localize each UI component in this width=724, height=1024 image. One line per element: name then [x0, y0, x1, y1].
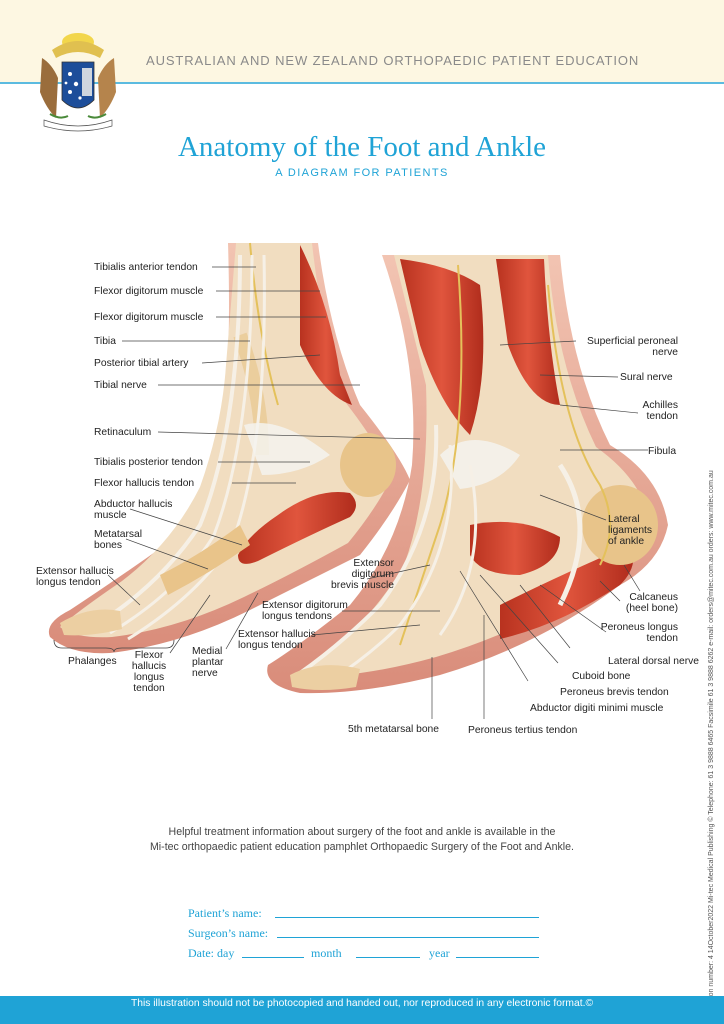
- surgeon-name-field[interactable]: [277, 937, 539, 938]
- lateral-foot-view: [267, 255, 668, 694]
- label-line: digitorum: [351, 569, 394, 580]
- label-line: plantar: [192, 657, 224, 668]
- label-extensor-digitorum-brevis-muscle: Extensor digitorum brevis muscle: [300, 558, 394, 591]
- label-calcaneus: Calcaneus (heel bone): [600, 592, 678, 614]
- surgeon-name-label: Surgeon’s name:: [188, 926, 269, 940]
- label-line: Medial: [192, 646, 223, 657]
- label-line: hallucis: [131, 661, 167, 672]
- header-divider: [0, 82, 724, 84]
- label-tibial-nerve: Tibial nerve: [94, 380, 147, 391]
- label-abductor-digiti-minimi-muscle: Abductor digiti minimi muscle: [530, 703, 664, 714]
- label-line: Flexor: [134, 650, 164, 661]
- label-peroneus-longus-tendon: Peroneus longus tendon: [580, 622, 678, 644]
- label-line: nerve: [652, 347, 678, 358]
- label-line: Metatarsal: [94, 529, 143, 540]
- label-flexor-digitorum-muscle-2: Flexor digitorum muscle: [94, 312, 204, 323]
- label-peroneus-tertius-tendon: Peroneus tertius tendon: [468, 725, 578, 736]
- label-flexor-hallucis-longus-tendon: Flexor hallucis longus tendon: [126, 650, 172, 694]
- label-posterior-tibial-artery: Posterior tibial artery: [94, 358, 189, 369]
- organization-name: AUSTRALIAN AND NEW ZEALAND ORTHOPAEDIC P…: [146, 53, 640, 68]
- page-subtitle: A DIAGRAM FOR PATIENTS: [275, 167, 449, 179]
- info-line-2: Mi-tec orthopaedic patient education pam…: [149, 841, 574, 853]
- label-line: Lateral: [608, 514, 640, 525]
- label-line: longus: [133, 672, 165, 683]
- label-lateral-ligaments-of-ankle: Lateral ligaments of ankle: [608, 514, 652, 547]
- label-metatarsal-bones: Metatarsal bones: [94, 529, 142, 551]
- label-line: longus tendon: [36, 577, 101, 588]
- label-line: Extensor: [353, 558, 394, 569]
- label-superficial-peroneal-nerve: Superficial peroneal nerve: [560, 336, 678, 358]
- info-text: Helpful treatment information about surg…: [0, 825, 724, 855]
- label-line: Calcaneus: [629, 592, 678, 603]
- label-line: nerve: [192, 668, 218, 679]
- label-phalanges: Phalanges: [68, 656, 117, 667]
- label-line: Abductor hallucis: [94, 499, 173, 510]
- label-line: longus tendon: [238, 640, 303, 651]
- patient-name-label: Patient’s name:: [188, 906, 262, 920]
- label-line: tendon: [646, 411, 679, 422]
- label-line: muscle: [94, 510, 127, 521]
- label-fibula: Fibula: [648, 446, 677, 457]
- label-line: Extensor hallucis: [36, 566, 114, 577]
- publisher-info: Edition number: 4 14October2022 Mi-tec M…: [708, 470, 715, 1010]
- label-abductor-hallucis: Abductor hallucis muscle: [94, 499, 172, 521]
- patient-name-field[interactable]: [275, 917, 539, 918]
- date-month-label: month: [311, 946, 342, 960]
- label-extensor-digitorum-longus-tendons: Extensor digitorum longus tendons: [262, 600, 348, 622]
- date-day-field[interactable]: [242, 957, 304, 958]
- label-5th-metatarsal-bone: 5th metatarsal bone: [348, 724, 440, 735]
- label-tibia: Tibia: [94, 336, 116, 347]
- label-line: Peroneus longus: [600, 622, 678, 633]
- header-band: [0, 0, 724, 82]
- foot-anatomy-illustration: [48, 242, 668, 719]
- page-title: Anatomy of the Foot and Ankle: [177, 131, 547, 163]
- label-tibialis-anterior-tendon: Tibialis anterior tendon: [94, 262, 198, 273]
- date-day-label: Date: day: [188, 946, 235, 960]
- medial-foot-view: [48, 242, 410, 654]
- info-line-1: Helpful treatment information about surg…: [168, 826, 556, 838]
- label-medial-plantar-nerve: Medial plantar nerve: [192, 646, 223, 679]
- date-year-field[interactable]: [456, 957, 539, 958]
- copyright-notice: This illustration should not be photocop…: [130, 998, 594, 1009]
- coat-of-arms-logo: [40, 33, 116, 132]
- label-achilles-tendon: Achilles tendon: [620, 400, 678, 422]
- phalanges-bracket: [53, 639, 175, 652]
- label-line: longus tendons: [262, 611, 332, 622]
- label-line: tendon: [646, 633, 679, 644]
- label-lateral-dorsal-nerve: Lateral dorsal nerve: [608, 656, 700, 667]
- label-line: ligaments: [608, 525, 653, 536]
- label-extensor-hallucis-longus-tendon-right: Extensor hallucis longus tendon: [238, 629, 316, 651]
- label-retinaculum: Retinaculum: [94, 427, 152, 438]
- leader-lines: [107, 266, 648, 719]
- label-line: Achilles: [642, 400, 678, 411]
- label-flexor-hallucis-tendon: Flexor hallucis tendon: [94, 478, 195, 489]
- label-line: Superficial peroneal: [586, 336, 678, 347]
- label-line: bones: [94, 540, 123, 551]
- footer-band: [0, 996, 724, 1024]
- label-line: tendon: [133, 683, 165, 694]
- label-line: of ankle: [608, 536, 645, 547]
- label-line: brevis muscle: [331, 580, 394, 591]
- label-sural-nerve: Sural nerve: [620, 372, 673, 383]
- label-peroneus-brevis-tendon: Peroneus brevis tendon: [560, 687, 669, 698]
- label-tibialis-posterior-tendon: Tibialis posterior tendon: [94, 457, 203, 468]
- label-line: Extensor hallucis: [238, 629, 316, 640]
- label-extensor-hallucis-longus-tendon-left: Extensor hallucis longus tendon: [36, 566, 114, 588]
- label-cuboid-bone: Cuboid bone: [572, 671, 631, 682]
- label-line: (heel bone): [625, 603, 678, 614]
- date-year-label: year: [429, 946, 450, 960]
- label-flexor-digitorum-muscle-1: Flexor digitorum muscle: [94, 286, 204, 297]
- label-line: Extensor digitorum: [262, 600, 348, 611]
- date-month-field[interactable]: [356, 957, 420, 958]
